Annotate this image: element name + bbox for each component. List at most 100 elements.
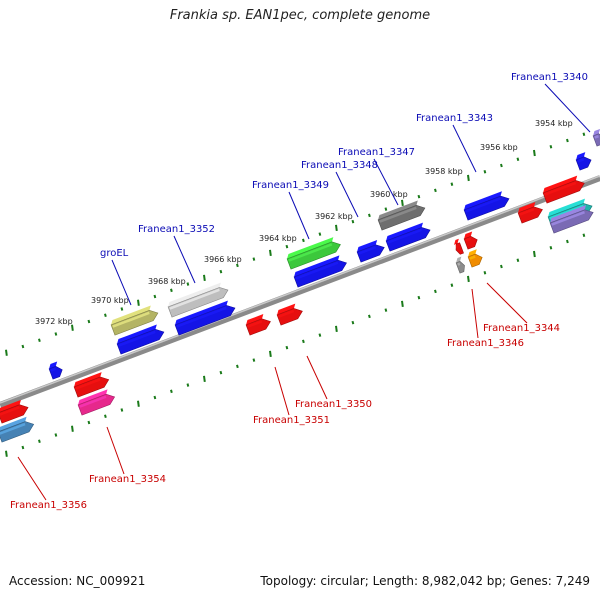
gene-feature-top (357, 239, 378, 252)
minor-tick (368, 213, 371, 218)
minor-tick (120, 307, 124, 311)
lower-tick-track (5, 233, 586, 457)
gene-label-forward[interactable]: groEL (100, 248, 129, 259)
gene-feature-body (0, 421, 35, 443)
gene-feature[interactable] (455, 256, 467, 274)
gene-feature-body (517, 206, 543, 224)
gene-feature-body (73, 376, 110, 398)
tick-label: 3954 kbp (535, 119, 573, 128)
gene-feature[interactable] (377, 199, 427, 231)
minor-tick (170, 389, 173, 394)
gene-feature[interactable] (592, 128, 600, 147)
gene-feature[interactable] (542, 174, 587, 204)
gene-feature[interactable] (293, 254, 349, 288)
gene-feature-shine (594, 135, 599, 139)
gene-feature-top (168, 282, 221, 307)
gene-feature-shine (519, 208, 535, 216)
gene-feature[interactable] (463, 190, 511, 221)
gene-feature[interactable] (575, 151, 593, 171)
minor-tick (285, 244, 289, 249)
minor-tick (384, 207, 388, 211)
minor-tick (219, 269, 223, 274)
gene-feature-top (246, 314, 264, 325)
minor-tick (500, 264, 503, 269)
genome-backbone-highlight (0, 175, 600, 404)
gene-feature[interactable] (77, 388, 117, 416)
gene-feature[interactable] (116, 323, 166, 355)
gene-feature-shine (455, 244, 458, 248)
gene-feature[interactable] (517, 201, 545, 224)
minor-tick (252, 358, 256, 362)
gene-feature[interactable] (167, 281, 230, 318)
gene-feature[interactable] (549, 204, 595, 234)
gene-feature-shine (112, 311, 150, 328)
gene-feature-shine (577, 158, 585, 163)
gene-feature[interactable] (0, 398, 30, 424)
minor-tick (549, 144, 553, 149)
gene-feature[interactable] (453, 238, 464, 255)
gene-feature-body (385, 227, 431, 252)
minor-tick (450, 283, 454, 287)
minor-tick (582, 233, 586, 238)
gene-feature[interactable] (48, 361, 65, 380)
gene-feature[interactable] (245, 313, 273, 336)
gene-leader-line (486, 282, 528, 324)
gene-feature-body (463, 195, 510, 221)
gene-feature-shine (75, 378, 101, 390)
gene-feature-shine (79, 395, 107, 408)
gene-feature[interactable] (286, 236, 343, 270)
map-title: Frankia sp. EAN1pec, complete genome (169, 8, 431, 23)
major-tick (203, 375, 206, 382)
gene-feature-shine (544, 181, 577, 196)
gene-label-reverse[interactable]: Franean1_3344 (483, 323, 560, 334)
gene-feature[interactable] (0, 415, 36, 443)
minor-tick (186, 282, 190, 286)
gene-label-forward[interactable]: Franean1_3348 (301, 160, 378, 171)
gene-feature[interactable] (467, 249, 484, 268)
gene-label-reverse[interactable]: Franean1_3350 (295, 399, 372, 410)
gene-feature-top (294, 255, 340, 277)
gene-feature-top (0, 399, 21, 413)
gene-label-reverse[interactable]: Franean1_3346 (447, 338, 524, 349)
gene-feature[interactable] (110, 304, 160, 336)
gene-feature-top (175, 300, 228, 325)
minor-tick (21, 445, 25, 450)
minor-tick (434, 289, 437, 294)
gene-feature-body (542, 180, 585, 204)
gene-feature-shine (247, 320, 263, 328)
gene-feature[interactable] (463, 231, 480, 250)
minor-tick (38, 338, 41, 343)
gene-feature[interactable] (385, 221, 432, 252)
gene-feature-top (49, 361, 58, 369)
minor-tick (54, 433, 58, 437)
minor-tick (219, 370, 223, 375)
gene-feature-shine (176, 306, 227, 328)
minor-tick (87, 319, 91, 324)
gene-feature-shine (295, 261, 339, 280)
gene-label-forward[interactable]: Franean1_3352 (138, 224, 215, 235)
gene-feature-body (167, 287, 229, 318)
gene-feature-body (455, 242, 464, 255)
gene-label-forward[interactable]: Franean1_3347 (338, 147, 415, 158)
gene-leader-line (288, 191, 310, 240)
minor-tick (483, 270, 487, 275)
gene-label-reverse[interactable]: Franean1_3356 (10, 500, 87, 511)
gene-label-forward[interactable]: Franean1_3343 (416, 113, 493, 124)
gene-feature[interactable] (356, 239, 387, 263)
gene-feature[interactable] (174, 299, 237, 336)
gene-leader-line (173, 235, 196, 284)
gene-feature-shine (0, 422, 26, 435)
tick-label: 3968 kbp (148, 277, 186, 286)
gene-feature-shine (469, 255, 476, 260)
gene-feature[interactable] (276, 302, 305, 326)
gene-label-forward[interactable]: Franean1_3340 (511, 72, 588, 83)
gene-leader-line (274, 366, 290, 416)
gene-label-reverse[interactable]: Franean1_3351 (253, 415, 330, 426)
gene-feature[interactable] (73, 371, 111, 398)
minor-tick (120, 408, 124, 412)
minor-tick (87, 420, 91, 425)
gene-label-reverse[interactable]: Franean1_3354 (89, 474, 166, 485)
gene-label-forward[interactable]: Franean1_3349 (252, 180, 329, 191)
